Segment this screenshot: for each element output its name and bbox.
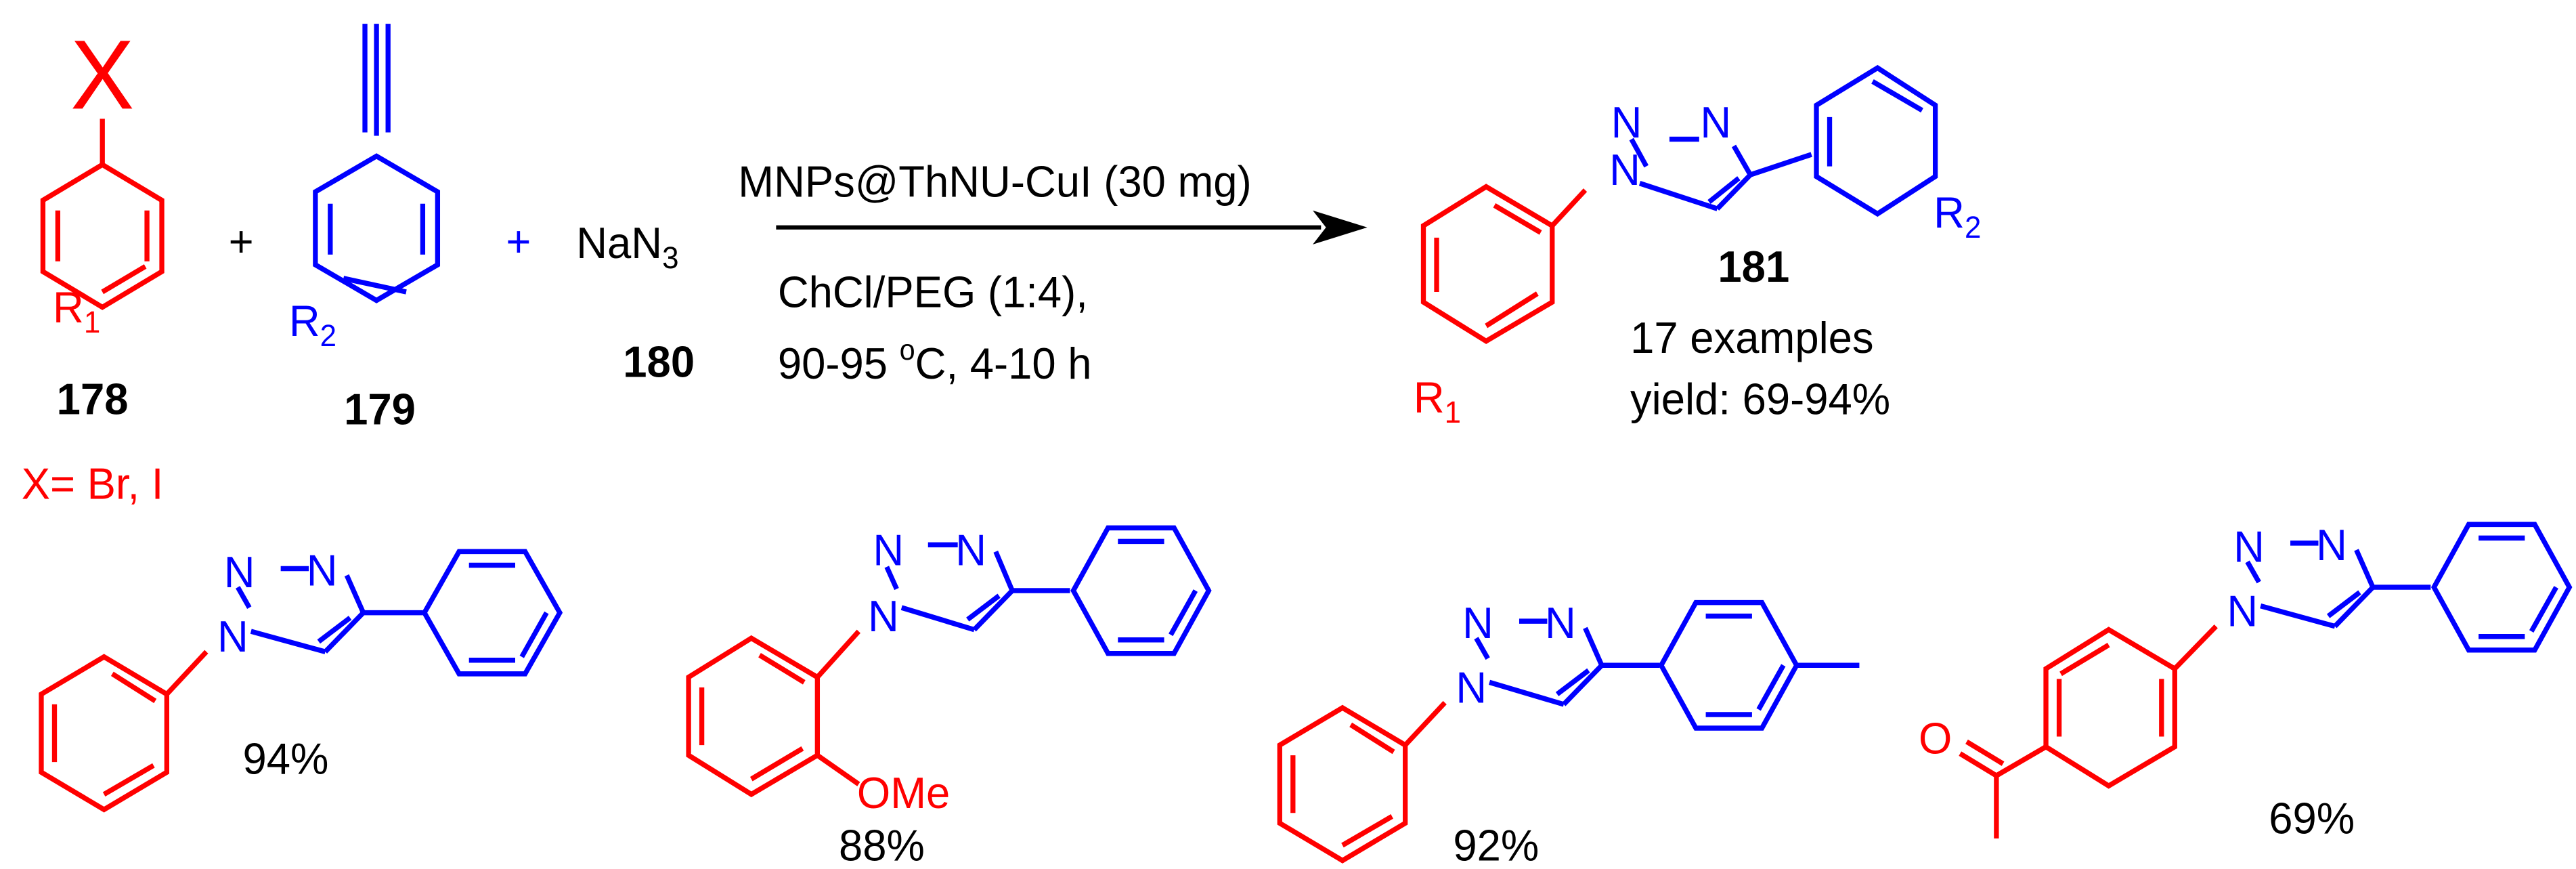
product-n2-label: N: [1611, 98, 1642, 147]
reactant-178: [40, 119, 165, 310]
example-4-n2: N: [2233, 522, 2265, 572]
product-n3-label: N: [1700, 98, 1731, 147]
product-n1-label: N: [1609, 145, 1640, 194]
example-2-yield: 88%: [839, 821, 925, 869]
plus-sign-1: +: [229, 217, 254, 266]
example-4-n1: N: [2227, 587, 2258, 636]
example-structure-2: [686, 525, 1212, 798]
example-1-n3: N: [307, 546, 338, 595]
example-1-n1: N: [217, 612, 248, 661]
compound-number-181: 181: [1718, 242, 1789, 291]
example-4-n3: N: [2316, 520, 2347, 570]
example-structure-4: [1959, 522, 2573, 839]
example-4-yield: 69%: [2269, 794, 2355, 843]
product-r1-label: R1: [1414, 373, 1461, 429]
example-structure-3: [1277, 599, 1860, 864]
example-2-n1: N: [868, 591, 899, 641]
compound-number-178: 178: [57, 375, 129, 424]
halide-note: X= Br, I: [22, 459, 164, 509]
halide-atom-label: X: [70, 20, 134, 130]
reaction-arrow: [776, 210, 1368, 245]
example-2-n2: N: [873, 526, 904, 575]
example-2-methoxy-label: OMe: [857, 768, 950, 818]
example-3-yield: 92%: [1453, 821, 1539, 869]
compound-number-179: 179: [344, 385, 416, 434]
product-181: [1420, 64, 1938, 345]
example-1-yield: 94%: [243, 734, 329, 784]
r1-label-178: R1: [53, 282, 100, 339]
compound-number-180: 180: [623, 337, 695, 387]
example-3-n1: N: [1456, 663, 1487, 713]
solvent-text: ChCl/PEG (1:4),: [778, 268, 1088, 317]
sodium-azide-formula: NaN3: [576, 218, 678, 275]
examples-count: 17 examples: [1630, 313, 1874, 362]
example-2-n3: N: [955, 526, 986, 575]
example-4-carbonyl-o: O: [1919, 714, 1952, 763]
product-r2-label: R2: [1934, 188, 1981, 245]
example-3-n2: N: [1462, 598, 1493, 648]
plus-sign-2: +: [506, 217, 531, 266]
example-1-n2: N: [224, 547, 255, 597]
yield-range: yield: 69-94%: [1630, 375, 1890, 424]
r2-label-179: R2: [289, 296, 336, 353]
temperature-time-text: 90-95 oC, 4-10 h: [778, 334, 1092, 388]
example-structure-1: [39, 549, 563, 813]
example-3-n3: N: [1545, 598, 1576, 648]
reactant-179: [313, 24, 441, 303]
catalyst-text: MNPs@ThNU-CuI (30 mg): [738, 157, 1251, 207]
